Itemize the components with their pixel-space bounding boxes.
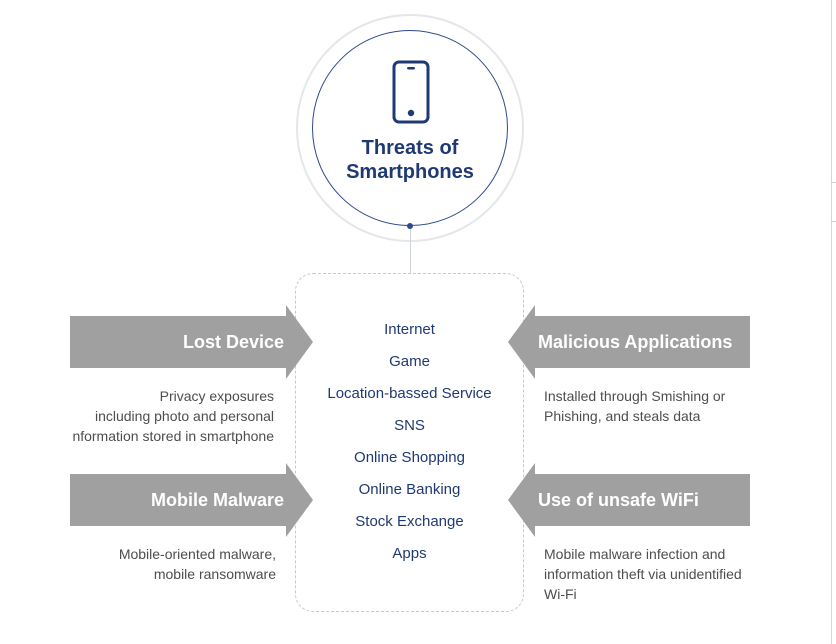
threat-unsafe-wifi: Use of unsafe WiFi (507, 463, 751, 537)
threat-lost-device: Lost Device (70, 305, 314, 379)
threat-description: Mobile-oriented malware, mobile ransomwa… (119, 544, 276, 584)
description-line: Phishing, and steals data (544, 408, 701, 424)
left-arrow-shape (508, 305, 750, 379)
right-arrow-shape (70, 305, 313, 379)
edge-tick (831, 182, 836, 183)
description-line: Wi-Fi (544, 586, 577, 602)
list-item: Apps (392, 545, 427, 562)
threat-mobile-malware: Mobile Malware (70, 463, 314, 537)
right-arrow-shape (70, 463, 313, 537)
list-item: Internet (384, 321, 435, 338)
media-list: Internet Game Location-bassed Service SN… (295, 314, 524, 570)
description-line: Installed through Smishing or (544, 388, 726, 404)
media-list-box (295, 273, 524, 612)
list-item: Game (389, 353, 430, 370)
threat-label: Malicious Applications (538, 332, 733, 352)
right-edge-divider (831, 0, 832, 644)
description-line: mobile ransomware (153, 566, 276, 582)
description-line: Privacy exposures (159, 388, 274, 404)
threat-label: Lost Device (182, 332, 284, 352)
hub-title: Threats of Smartphones (312, 136, 508, 184)
list-item: Stock Exchange (355, 513, 464, 530)
smartphone-icon (392, 60, 430, 124)
list-item: Online Shopping (354, 449, 465, 466)
connector-line (409, 229, 411, 273)
threat-label: Mobile Malware (150, 490, 284, 510)
description-line: nformation stored in smartphone (72, 428, 274, 444)
hub-title-line: Threats of (361, 137, 459, 159)
threat-description: Privacy exposures including photo and pe… (72, 386, 274, 446)
threat-malicious-applications: Malicious Applications (507, 305, 751, 379)
threat-description: Mobile malware infection and information… (544, 544, 742, 604)
description-line: Mobile malware infection and (544, 546, 726, 562)
list-item: Location-bassed Service (327, 385, 492, 402)
edge-tick (831, 221, 836, 222)
list-item: Online Banking (358, 481, 461, 498)
list-item: SNS (394, 417, 425, 434)
description-line: Mobile-oriented malware, (118, 546, 276, 562)
threat-description: Installed through Smishing or Phishing, … (544, 386, 725, 426)
connector-dot (407, 223, 413, 229)
left-arrow-shape (508, 463, 750, 537)
threat-label: Use of unsafe WiFi (538, 490, 699, 510)
description-line: including photo and personal (94, 408, 274, 424)
hub-title-line: Smartphones (346, 161, 474, 183)
description-line: information theft via unidentified (544, 566, 742, 582)
